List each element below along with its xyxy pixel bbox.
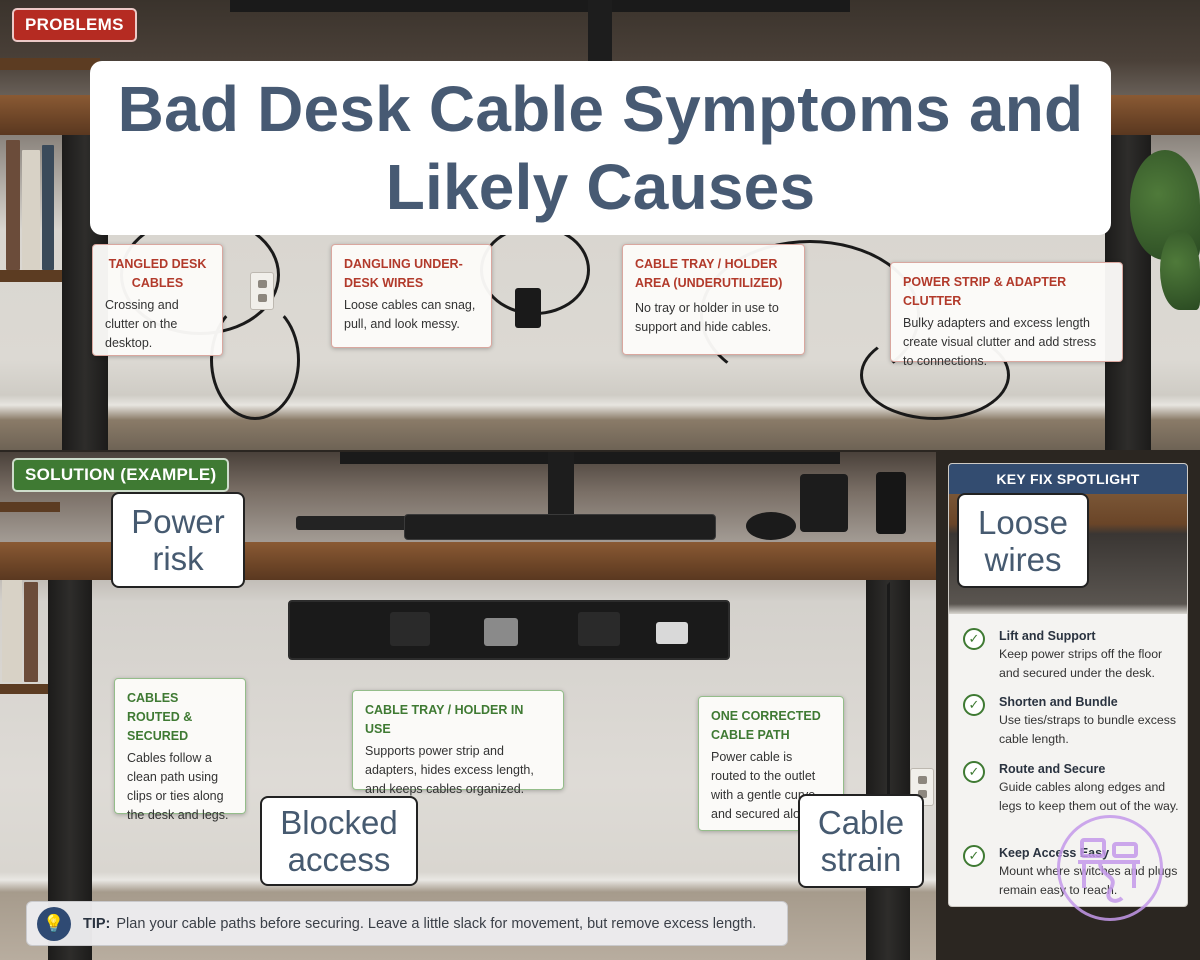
problem-card-tangled-desk-cables: TANGLED DESK CABLES Crossing and clutter… bbox=[92, 244, 223, 356]
spotlight-header: KEY FIX SPOTLIGHT bbox=[949, 464, 1187, 494]
spotlight-item-shorten-bundle: ✓ Shorten and Bundle Use ties/straps to … bbox=[963, 693, 1183, 748]
spotlight-item-title: Route and Secure bbox=[999, 762, 1106, 776]
label-blocked-access: Blocked access bbox=[260, 796, 418, 886]
check-circle-icon: ✓ bbox=[963, 761, 985, 783]
problem-card-title: TANGLED DESK CABLES bbox=[108, 257, 207, 290]
problem-card-title: DANGLING UNDER-DESK WIRES bbox=[344, 257, 463, 290]
problem-card-body: Loose cables can snag, pull, and look me… bbox=[344, 298, 476, 331]
key-fix-spotlight: KEY FIX SPOTLIGHT ✓ Lift and Support Kee… bbox=[948, 463, 1188, 907]
problem-card-title: CABLE TRAY / HOLDER AREA (UNDERUTILIZED) bbox=[635, 257, 783, 290]
check-circle-icon: ✓ bbox=[963, 628, 985, 650]
label-power-risk: Power risk bbox=[111, 492, 245, 588]
spotlight-item-body: Guide cables along edges and legs to kee… bbox=[999, 780, 1179, 813]
solution-card-title: CABLE TRAY / HOLDER IN USE bbox=[365, 703, 524, 736]
problem-card-body: Crossing and clutter on the desktop. bbox=[105, 298, 179, 350]
problem-card-cable-tray-underutilized: CABLE TRAY / HOLDER AREA (UNDERUTILIZED)… bbox=[622, 244, 805, 355]
problem-card-body: No tray or holder in use to support and … bbox=[635, 301, 779, 334]
title-line-2: Likely Causes bbox=[385, 151, 816, 223]
title-card: Bad Desk Cable Symptoms and Likely Cause… bbox=[90, 61, 1111, 235]
spotlight-item-body: Use ties/straps to bundle excess cable l… bbox=[999, 713, 1177, 746]
label-cable-strain: Cable strain bbox=[798, 794, 924, 888]
desk-logo-icon bbox=[1078, 838, 1140, 903]
solution-card-title: CABLES ROUTED & SECURED bbox=[127, 691, 193, 743]
check-circle-icon: ✓ bbox=[963, 845, 985, 867]
page-title: Bad Desk Cable Symptoms and Likely Cause… bbox=[118, 70, 1084, 226]
check-circle-icon: ✓ bbox=[963, 694, 985, 716]
solution-badge: SOLUTION (EXAMPLE) bbox=[12, 458, 230, 492]
tip-bar: 💡 TIP: Plan your cable paths before secu… bbox=[26, 901, 788, 946]
spotlight-item-title: Lift and Support bbox=[999, 629, 1096, 643]
wall-outlet bbox=[250, 272, 274, 310]
desk-logo-watermark bbox=[1057, 815, 1163, 921]
solution-card-body: Supports power strip and adapters, hides… bbox=[365, 744, 534, 796]
problem-card-dangling-wires: DANGLING UNDER-DESK WIRES Loose cables c… bbox=[331, 244, 492, 348]
problem-card-title: POWER STRIP & ADAPTER CLUTTER bbox=[903, 275, 1067, 308]
problems-badge: PROBLEMS bbox=[12, 8, 137, 42]
problem-card-body: Bulky adapters and excess length create … bbox=[903, 316, 1097, 368]
spotlight-item-lift-support: ✓ Lift and Support Keep power strips off… bbox=[963, 627, 1183, 682]
solution-card-cable-tray-in-use: CABLE TRAY / HOLDER IN USE Supports powe… bbox=[352, 690, 564, 796]
title-line-1: Bad Desk Cable Symptoms and bbox=[117, 73, 1084, 145]
lightbulb-icon: 💡 bbox=[37, 906, 71, 941]
problem-card-power-strip-clutter: POWER STRIP & ADAPTER CLUTTER Bulky adap… bbox=[890, 262, 1123, 368]
solution-card-body: Cables follow a clean path using clips o… bbox=[127, 751, 229, 822]
label-loose-wires: Loose wires bbox=[957, 493, 1089, 588]
tip-label: TIP: bbox=[83, 915, 111, 932]
solution-card-routed-secured: CABLES ROUTED & SECURED Cables follow a … bbox=[114, 678, 246, 822]
tip-text: Plan your cable paths before securing. L… bbox=[116, 915, 757, 932]
solution-card-title: ONE CORRECTED CABLE PATH bbox=[711, 709, 821, 742]
spotlight-item-body: Keep power strips off the floor and secu… bbox=[999, 647, 1163, 680]
spotlight-item-title: Shorten and Bundle bbox=[999, 695, 1118, 709]
spotlight-item-route-secure: ✓ Route and Secure Guide cables along ed… bbox=[963, 760, 1183, 815]
